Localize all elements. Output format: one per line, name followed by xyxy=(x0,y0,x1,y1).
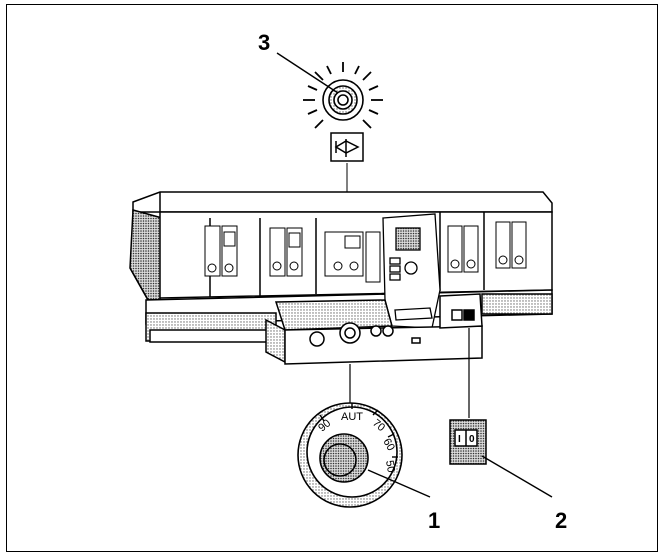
callout-3-leader xyxy=(276,52,339,94)
switch-label-off: 0 xyxy=(469,434,475,445)
front-control-ledge xyxy=(265,293,483,365)
module-panel-3 xyxy=(324,231,381,283)
module-panel-1 xyxy=(204,225,238,277)
central-display-module xyxy=(382,213,441,329)
temperature-dial xyxy=(297,402,403,508)
warning-lamp xyxy=(303,62,383,129)
dial-mark-50: 50 xyxy=(383,459,397,473)
module-panel-5 xyxy=(495,221,527,269)
callout-number-2: 2 xyxy=(555,508,568,533)
main-switch xyxy=(449,419,487,465)
callout-number-1: 1 xyxy=(428,508,441,533)
switch-label-on: I xyxy=(458,434,461,445)
fault-symbol-box xyxy=(330,132,364,162)
callout-1-leader xyxy=(367,469,431,498)
callout-2-leader xyxy=(481,455,553,498)
dial-mark-60: 60 xyxy=(380,437,397,454)
module-panel-2 xyxy=(269,227,303,277)
callout-number-3: 3 xyxy=(258,30,271,55)
lamp-rays xyxy=(303,62,383,129)
dial-mark-aut: AUT xyxy=(341,411,363,423)
module-panel-4 xyxy=(447,225,479,273)
